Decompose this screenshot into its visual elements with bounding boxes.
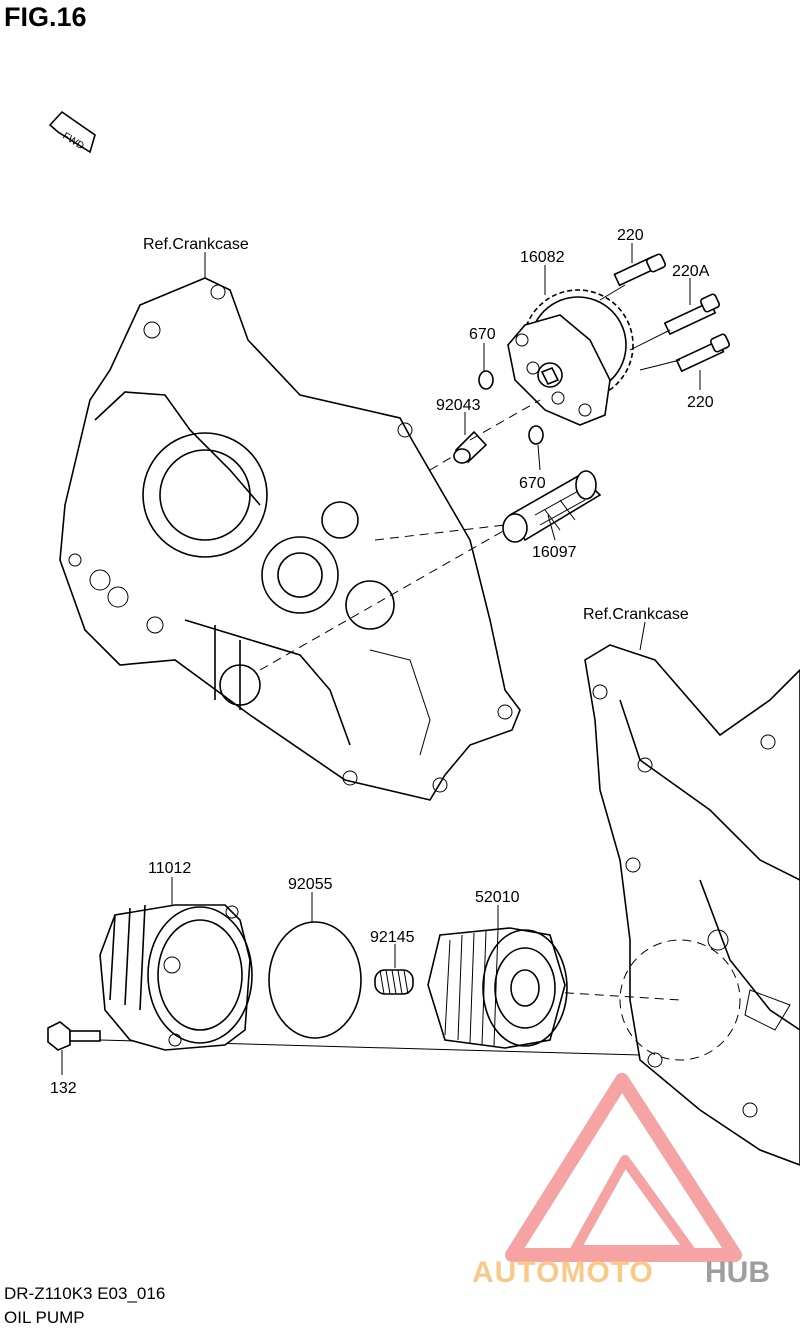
watermark-text-hub: HUB bbox=[705, 1256, 770, 1289]
bolt-132 bbox=[47, 1021, 101, 1051]
dowel-pin-92043 bbox=[453, 430, 488, 464]
label-220-top: 220 bbox=[617, 227, 644, 244]
oil-strainer-16097 bbox=[502, 470, 602, 543]
model-code: DR-Z110K3 E03_016 bbox=[4, 1284, 166, 1303]
oil-filter-52010 bbox=[427, 927, 568, 1049]
filter-cap-11012 bbox=[99, 904, 253, 1051]
right-crankcase bbox=[584, 644, 800, 1166]
label-670-bottom: 670 bbox=[519, 475, 546, 492]
label-11012: 11012 bbox=[148, 860, 191, 877]
label-220a: 220A bbox=[672, 263, 710, 280]
label-670-top: 670 bbox=[469, 326, 496, 343]
bolt-220-top bbox=[613, 253, 667, 287]
label-crankcase-right: Ref.Crankcase bbox=[583, 606, 689, 623]
o-ring-670-bottom bbox=[528, 425, 544, 445]
label-92043: 92043 bbox=[436, 397, 481, 414]
watermark-text-automoto: AUTOMOTO bbox=[472, 1256, 654, 1289]
spring-92145 bbox=[374, 969, 414, 995]
bolt-220a bbox=[663, 293, 721, 336]
label-16097: 16097 bbox=[532, 544, 577, 561]
label-52010: 52010 bbox=[475, 889, 520, 906]
oil-pump-assembly bbox=[507, 289, 634, 426]
label-92145: 92145 bbox=[370, 929, 415, 946]
section-name: OIL PUMP bbox=[4, 1308, 85, 1327]
label-crankcase-left: Ref.Crankcase bbox=[143, 236, 249, 253]
watermark-logo: AUTOMOTO HUB bbox=[472, 1073, 770, 1289]
label-220-bottom: 220 bbox=[687, 394, 714, 411]
left-crankcase bbox=[59, 277, 521, 801]
label-16082: 16082 bbox=[520, 249, 565, 266]
label-132: 132 bbox=[50, 1080, 77, 1097]
o-ring-92055 bbox=[268, 921, 362, 1039]
forward-arrow-icon: FWD bbox=[48, 110, 96, 154]
figure-title: FIG.16 bbox=[4, 2, 87, 32]
label-92055: 92055 bbox=[288, 876, 333, 893]
bolt-220-bottom bbox=[675, 333, 731, 373]
o-ring-670-top bbox=[478, 370, 494, 390]
